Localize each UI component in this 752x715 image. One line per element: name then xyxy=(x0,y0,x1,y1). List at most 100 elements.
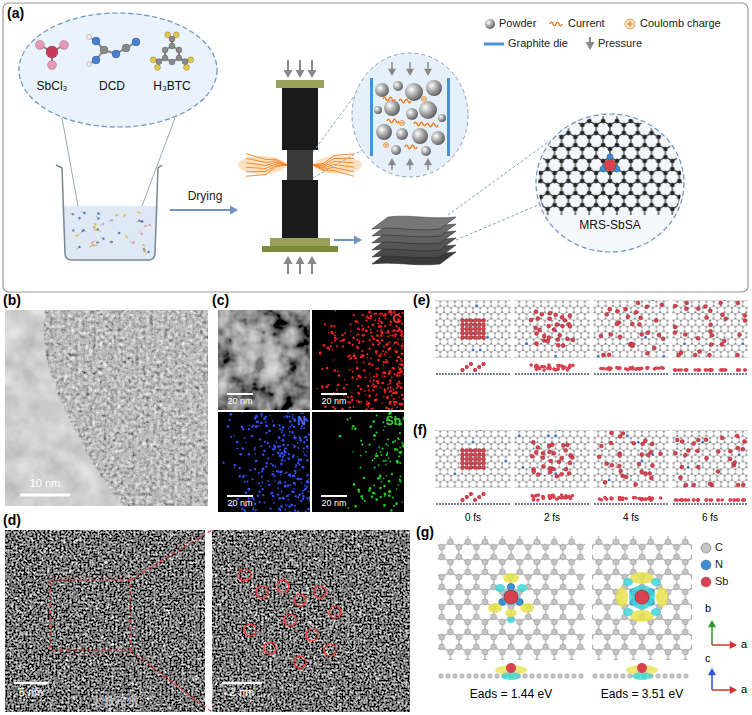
element-signal xyxy=(352,425,355,428)
solute-atom xyxy=(140,233,142,235)
element-signal xyxy=(400,386,403,389)
element-signal xyxy=(337,384,339,386)
bright-atom xyxy=(110,570,112,572)
map-ground xyxy=(218,412,310,512)
antimony-atom xyxy=(743,368,747,372)
antimony-atom xyxy=(482,457,486,461)
bright-atom xyxy=(59,689,61,691)
spark xyxy=(313,162,354,167)
bright-atom xyxy=(187,531,190,534)
element-signal xyxy=(308,496,310,498)
element-signal xyxy=(251,426,253,428)
element-signal xyxy=(397,484,399,486)
element-signal xyxy=(371,364,373,366)
substrate-atom xyxy=(612,503,614,505)
zoom-line xyxy=(142,118,175,206)
element-signal xyxy=(307,451,308,452)
element-signal xyxy=(396,406,398,408)
element-signal xyxy=(350,396,353,399)
substrate-atom xyxy=(445,503,447,505)
element-signal xyxy=(321,368,323,370)
bright-atom xyxy=(171,535,173,537)
bright-atom xyxy=(84,633,87,636)
antimony-atom xyxy=(632,441,636,445)
element-signal xyxy=(352,451,353,452)
element-signal xyxy=(264,502,266,504)
element-signal xyxy=(341,334,343,336)
element-signal xyxy=(272,495,274,497)
antimony-atom xyxy=(565,443,569,447)
nitrogen-atom xyxy=(454,472,457,475)
element-signal xyxy=(302,498,304,500)
element-signal xyxy=(245,475,246,476)
antimony-atom xyxy=(465,327,469,331)
substrate-atom xyxy=(657,373,659,375)
element-signal xyxy=(297,447,299,449)
antimony-atom xyxy=(465,365,469,369)
element-signal xyxy=(278,424,280,426)
antimony-atom xyxy=(473,368,477,372)
element-signal xyxy=(255,509,257,511)
antimony-atom xyxy=(571,364,575,368)
element-signal xyxy=(267,442,269,444)
element-signal xyxy=(398,343,400,345)
substrate-atom xyxy=(612,373,614,375)
substrate-atom xyxy=(694,503,696,505)
solute-atom xyxy=(93,226,95,228)
solute-atom xyxy=(143,250,145,252)
carbon-sheet xyxy=(372,216,456,230)
antimony-atom xyxy=(636,301,640,305)
element-signal xyxy=(249,425,251,427)
element-signal xyxy=(382,374,383,375)
element-signal xyxy=(365,319,367,321)
dcd-atom xyxy=(92,56,100,64)
bright-atom xyxy=(90,662,93,665)
antimony-atom xyxy=(477,331,481,335)
element-signal xyxy=(369,380,371,382)
element-signal xyxy=(372,324,375,327)
antimony-atom xyxy=(703,305,707,309)
bright-atom xyxy=(36,644,39,647)
bright-atom xyxy=(187,619,189,621)
element-signal xyxy=(398,356,400,358)
substrate-atom xyxy=(745,373,747,375)
element-signal xyxy=(382,313,384,315)
element-signal xyxy=(382,376,384,378)
bright-atom xyxy=(21,705,23,707)
element-signal xyxy=(373,434,376,437)
substrate-atom xyxy=(615,373,617,375)
element-signal xyxy=(384,391,386,393)
antimony-atom xyxy=(743,313,747,317)
element-signal xyxy=(391,395,393,397)
oxygen-atom xyxy=(188,57,194,63)
element-signal xyxy=(287,444,289,446)
solute-atom xyxy=(72,229,74,231)
antimony-atom xyxy=(599,334,603,338)
element-signal xyxy=(258,425,260,427)
element-signal xyxy=(289,511,291,512)
chlorine-atom xyxy=(60,41,69,50)
element-signal xyxy=(382,421,384,423)
antimony-atom xyxy=(465,495,469,499)
antimony-atom xyxy=(648,472,652,476)
antimony-atom xyxy=(561,443,565,447)
substrate-atom xyxy=(727,373,729,375)
element-signal xyxy=(307,508,309,510)
element-signal xyxy=(347,507,349,509)
bright-atom xyxy=(79,658,81,660)
element-signal xyxy=(398,455,400,457)
antimony-atom xyxy=(482,492,486,496)
bright-atom xyxy=(66,654,68,656)
element-signal xyxy=(362,340,364,342)
element-signal xyxy=(376,380,379,383)
element-signal xyxy=(262,454,264,456)
substrate-atom xyxy=(505,373,507,375)
bright-atom xyxy=(52,600,53,601)
bright-atom xyxy=(142,566,144,568)
nitrogen-atom xyxy=(641,460,644,463)
eds-map xyxy=(218,310,310,410)
element-signal xyxy=(376,353,378,355)
antimony-atom xyxy=(536,316,540,320)
element-signal xyxy=(241,426,244,429)
substrate-atom xyxy=(545,503,547,505)
